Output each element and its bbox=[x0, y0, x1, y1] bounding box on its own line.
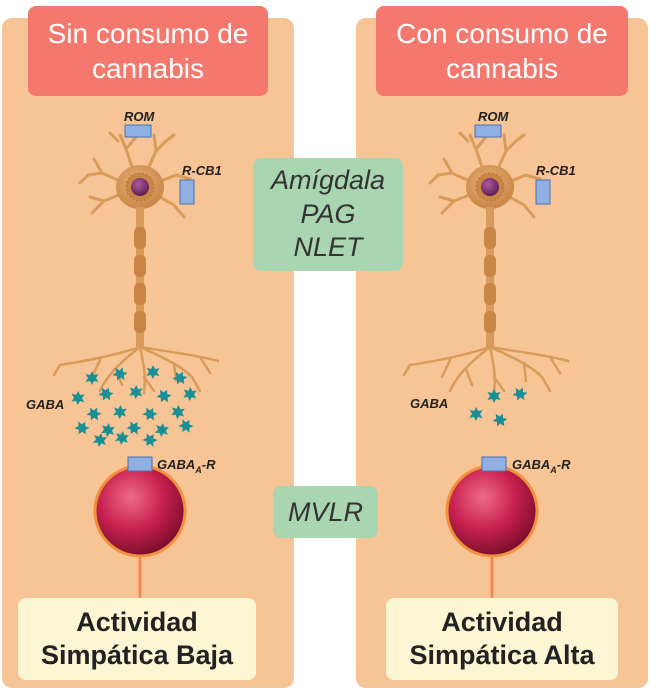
gaba-a-label-right: GABAA-R bbox=[512, 457, 571, 475]
gaba-molecule bbox=[155, 386, 173, 406]
rom-label-left: ROM bbox=[124, 109, 156, 124]
result-line1: Actividad bbox=[441, 607, 563, 638]
gaba-molecule bbox=[124, 418, 144, 438]
region-mvlr: MVLR bbox=[287, 496, 363, 527]
gaba-molecule bbox=[469, 406, 483, 422]
gaba-molecule bbox=[100, 422, 116, 438]
gaba-molecule bbox=[72, 418, 92, 438]
gaba-molecule bbox=[71, 390, 85, 406]
gaba-molecule bbox=[97, 384, 115, 404]
gaba-molecules-left bbox=[71, 364, 197, 450]
target-cell-left bbox=[93, 464, 187, 558]
gaba-molecule bbox=[85, 371, 99, 385]
gaba-molecule bbox=[140, 404, 160, 424]
gaba-a-receptor-right bbox=[481, 456, 507, 472]
title-line2: cannabis bbox=[445, 53, 559, 84]
result-line2: Simpática Baja bbox=[40, 640, 234, 670]
title-line2: cannabis bbox=[91, 53, 205, 84]
title-line1: Sin consumo de bbox=[47, 18, 249, 49]
gaba-molecules-right bbox=[469, 385, 529, 430]
rom-receptor-left bbox=[124, 124, 152, 138]
gaba-molecule bbox=[146, 364, 160, 380]
gaba-label-right: GABA bbox=[410, 396, 448, 411]
gaba-molecule bbox=[92, 431, 108, 449]
gaba-molecule bbox=[112, 404, 128, 420]
gaba-molecule bbox=[85, 404, 103, 424]
title-with-cannabis: Con consumo de cannabis bbox=[376, 6, 628, 96]
region-pag: PAG bbox=[300, 198, 356, 229]
gaba-molecule bbox=[491, 410, 509, 430]
gaba-molecule bbox=[511, 385, 529, 403]
result-line2: Simpática Alta bbox=[409, 640, 595, 670]
gaba-molecule bbox=[154, 422, 170, 438]
gaba-a-receptor-left bbox=[127, 456, 153, 472]
cb1-receptor-left bbox=[179, 179, 195, 205]
result-low-activity: Actividad Simpática Baja bbox=[18, 598, 256, 680]
cb1-label-left: R-CB1 bbox=[182, 163, 222, 178]
result-line1: Actividad bbox=[76, 607, 198, 638]
mvlr-box: MVLR bbox=[273, 486, 378, 538]
target-cell-right bbox=[445, 464, 539, 558]
cb1-receptor-right bbox=[535, 179, 551, 205]
gaba-molecule bbox=[129, 384, 143, 400]
region-amigdala: Amígdala bbox=[270, 164, 386, 195]
gaba-molecule bbox=[140, 430, 160, 450]
title-line1: Con consumo de bbox=[396, 18, 608, 49]
rom-receptor-right bbox=[474, 124, 502, 138]
cb1-label-right: R-CB1 bbox=[536, 163, 576, 178]
gaba-label-left: GABA bbox=[26, 397, 64, 412]
gaba-molecule bbox=[487, 389, 501, 403]
rom-label-right: ROM bbox=[478, 109, 510, 124]
title-without-cannabis: Sin consumo de cannabis bbox=[28, 6, 268, 96]
gaba-molecule bbox=[170, 404, 186, 420]
result-high-activity: Actividad Simpática Alta bbox=[386, 598, 618, 680]
gaba-molecule bbox=[183, 386, 197, 402]
brain-regions-box: Amígdala PAG NLET bbox=[253, 158, 403, 271]
region-nlet: NLET bbox=[293, 232, 363, 263]
gaba-molecule bbox=[114, 430, 130, 446]
gaba-molecule bbox=[176, 416, 196, 436]
gaba-a-label-left: GABAA-R bbox=[157, 457, 216, 475]
